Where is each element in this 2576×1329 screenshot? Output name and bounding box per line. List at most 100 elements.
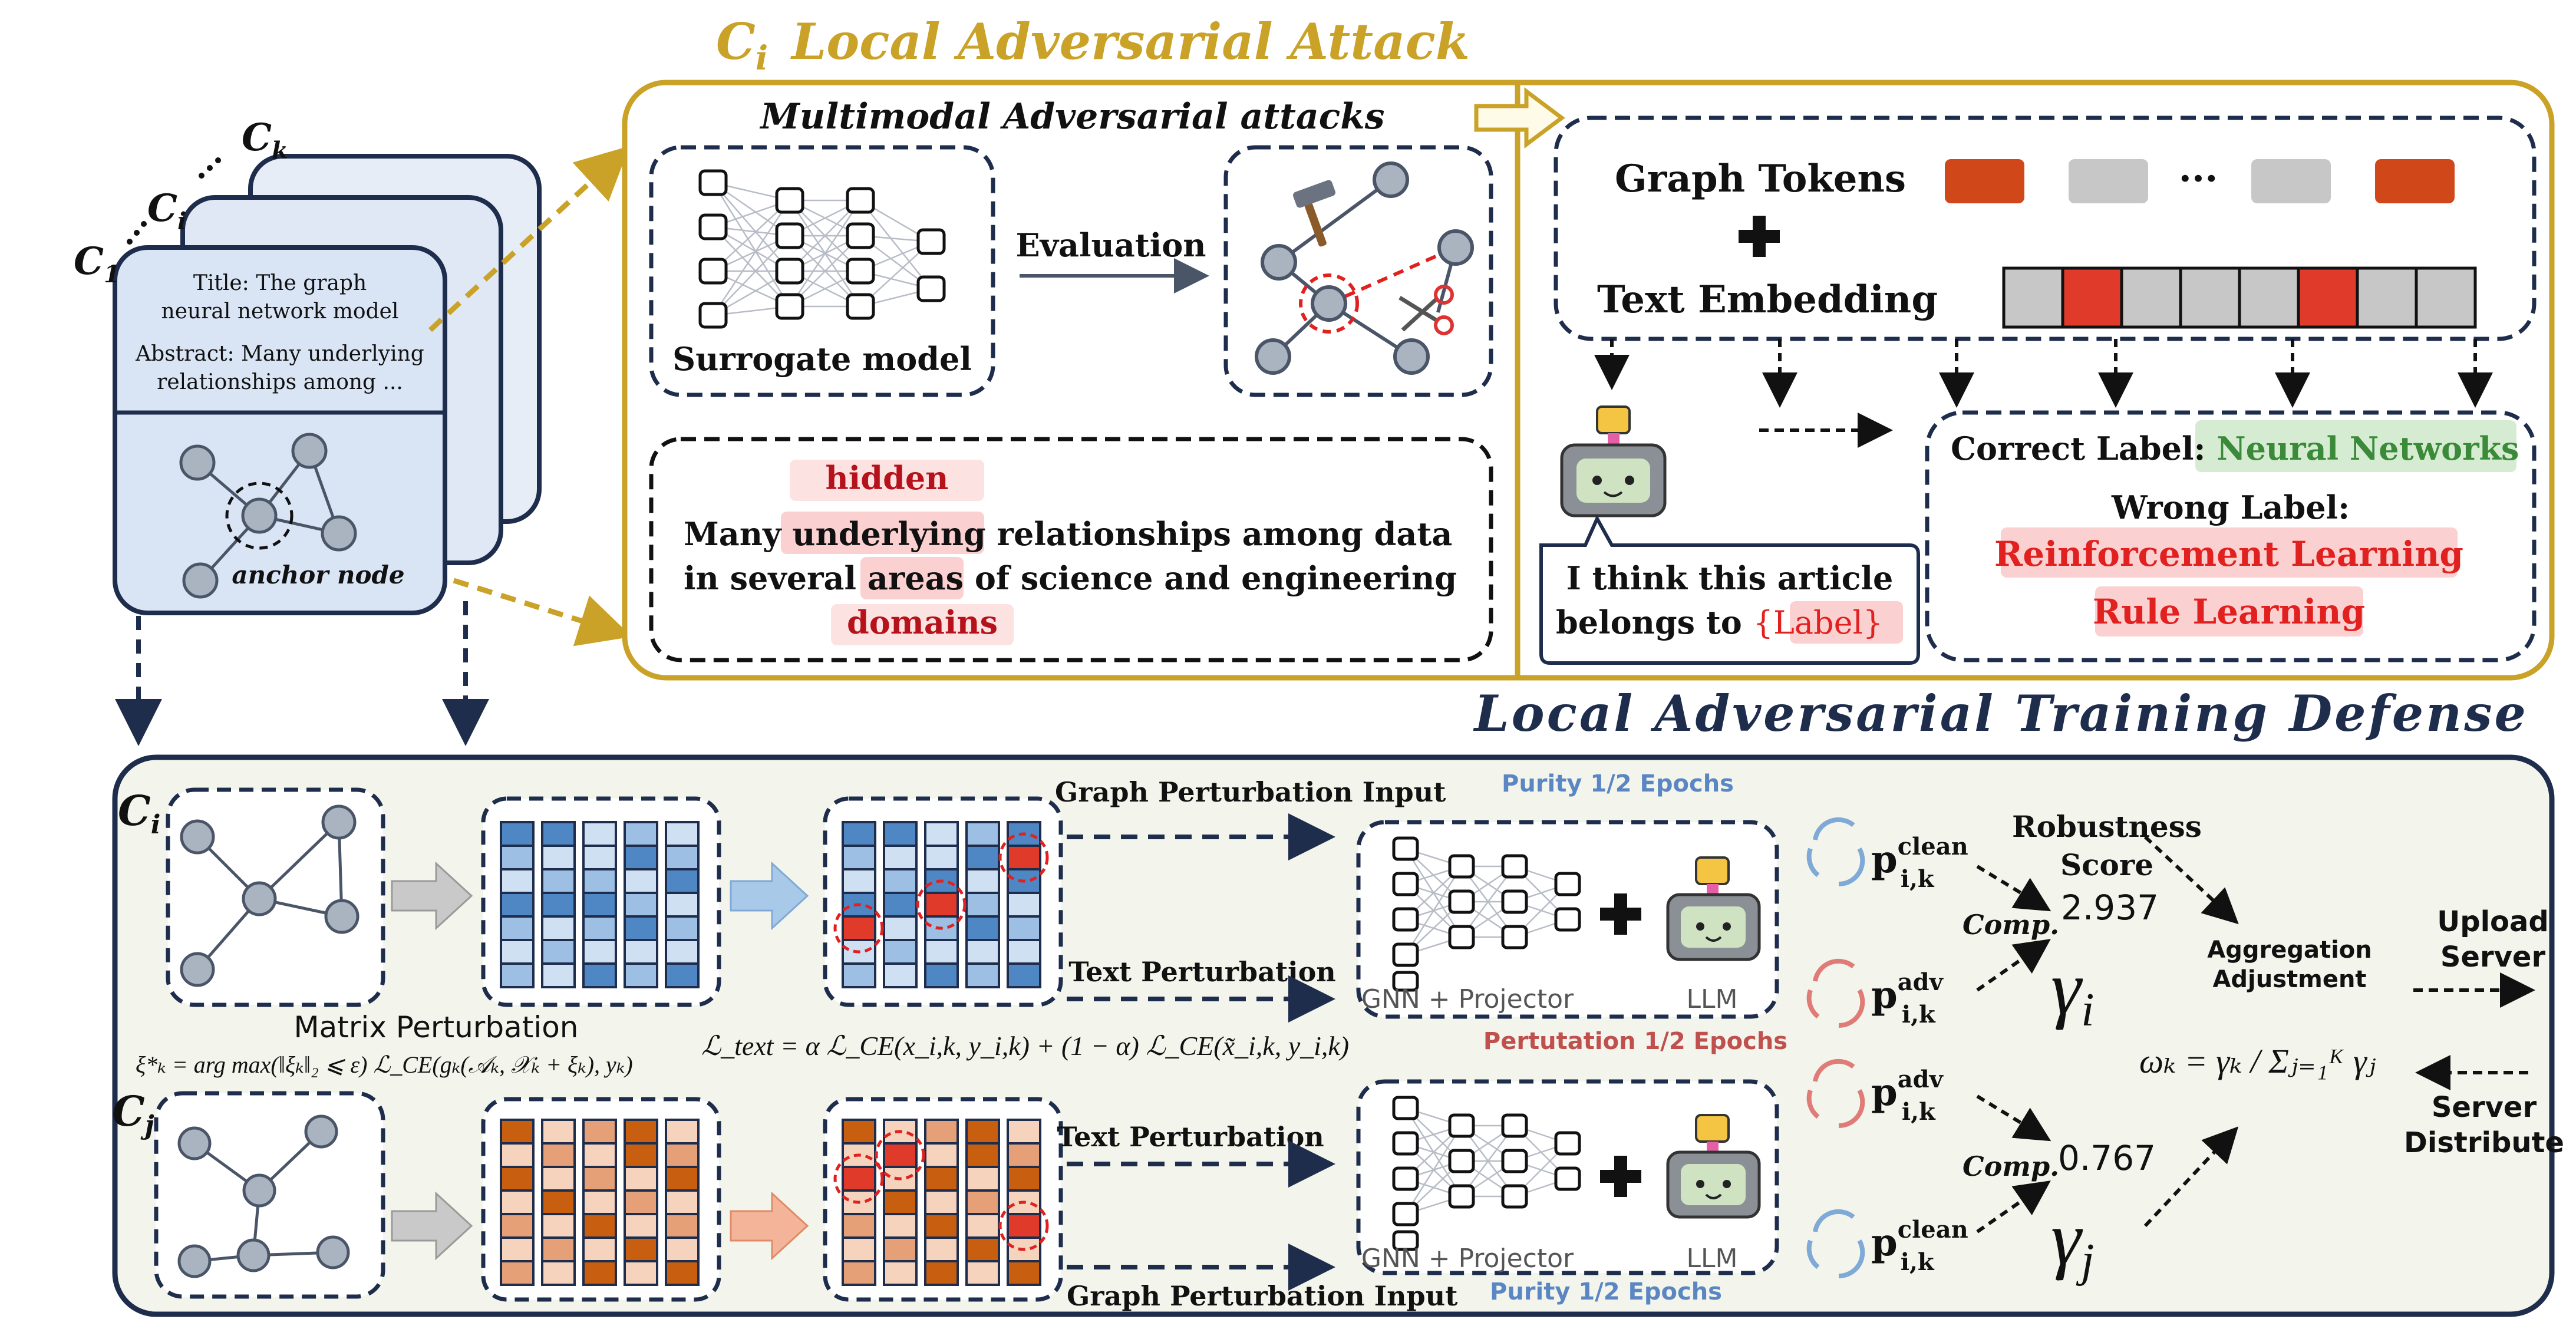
cj-gnn-label: GNN + Projector <box>1361 1244 1574 1274</box>
surrogate-network-icon <box>698 169 946 329</box>
graph-token-row: ··· <box>1945 157 2455 203</box>
hollow-arrow-icon <box>1474 87 1565 149</box>
gamma-i: γi <box>2051 946 2094 1036</box>
defense-title: Local Adversarial Training Defense <box>1473 684 2528 743</box>
surrogate-model-label: Surrogate model <box>672 340 972 378</box>
client-card-front[interactable] <box>113 245 447 615</box>
text-attack-line2: in several areas of science and engineer… <box>684 559 1457 597</box>
recycle-icon-red-bottom <box>1806 1058 1865 1129</box>
ci-gnn-label: GNN + Projector <box>1361 984 1574 1014</box>
cj-orange-arrow <box>730 1191 809 1261</box>
upload-line2: Server <box>2440 941 2546 974</box>
formula-text-loss: ℒ_text = α ℒ_CE(x_i,k, y_i,k) + (1 − α) … <box>701 1031 1349 1061</box>
ci-graph-perturbation-label: Graph Perturbation Input <box>1055 776 1446 808</box>
correct-label-prefix: Correct Label: Neural Networks <box>1951 430 2519 467</box>
scissors-icon <box>1399 285 1454 335</box>
gold-arrow-to-textbox <box>453 578 632 647</box>
cj-gnn-icon <box>1392 1096 1581 1251</box>
robot-icon <box>1560 405 1667 517</box>
server-line1: Server <box>2432 1091 2537 1124</box>
attacked-node-highlight <box>1299 273 1359 334</box>
card-title-line1: Title: The graph <box>193 271 367 295</box>
recycle-icon-blue-bottom <box>1806 1209 1865 1279</box>
defense-label-cj: Cj <box>112 1087 154 1140</box>
replacement-highlight-2 <box>831 604 1014 645</box>
robustness-score-cj: 0.767 <box>2058 1138 2156 1178</box>
cj-feature-matrix <box>500 1119 700 1286</box>
ci-text-perturbation-label: Text Perturbation <box>1068 956 1336 988</box>
perturbation-epochs-label: Pertutation 1/2 Epochs <box>1483 1028 1787 1055</box>
card-graph-node <box>321 515 357 552</box>
title-text: Local Adversarial Attack <box>790 12 1470 71</box>
wrong-label-2: Rule Learning <box>2093 592 2365 632</box>
ci-feature-matrix <box>500 821 700 988</box>
card-graph-anchor-node <box>241 497 278 534</box>
card-abstract-line2: relationships among ... <box>157 370 403 394</box>
ci-model-plus-icon <box>1600 893 1641 935</box>
matrix-perturbation-label: Matrix Perturbation <box>293 1010 578 1044</box>
graph-token <box>2069 159 2148 203</box>
plus-icon <box>1739 216 1780 257</box>
text-embedding-row <box>2002 266 2477 329</box>
cj-llm-robot-icon <box>1666 1114 1761 1219</box>
correct-label-highlight <box>2195 420 2516 472</box>
gamma-j-to-aggregation-arrow <box>2143 1126 2239 1228</box>
ci-graph <box>180 804 359 987</box>
ci-llm-robot-icon <box>1666 856 1761 961</box>
aggregation-line2: Adjustment <box>2212 966 2366 993</box>
multimodal-title: Multimodal Adversarial attacks <box>759 96 1384 137</box>
card-graph-node <box>179 444 216 481</box>
replacement-word-2: domains <box>847 604 998 641</box>
attack-edge <box>1328 246 1457 305</box>
ci-gnn-icon <box>1392 836 1581 992</box>
gold-arrow-to-attack <box>428 146 630 332</box>
client-stack-ellipsis <box>127 157 221 245</box>
ci-purity-label: Purity 1/2 Epochs <box>1502 770 1734 797</box>
cj-purity-label: Purity 1/2 Epochs <box>1490 1278 1722 1305</box>
title-client-symbol: C <box>716 12 756 71</box>
attacked-graph <box>1255 161 1474 375</box>
client-label-i: Ci <box>147 186 186 235</box>
hammer-icon <box>1293 180 1335 247</box>
cj-text-perturbation-label: Text Perturbation <box>1057 1121 1324 1153</box>
client-label-1: C1 <box>74 239 120 288</box>
areas-highlight <box>860 557 964 599</box>
graph-token <box>2251 159 2331 203</box>
ci-blue-arrow <box>730 861 809 931</box>
speech-line2: belongs to {Label} <box>1556 604 1883 641</box>
defense-panel <box>112 754 2555 1317</box>
card-graph-node <box>291 433 328 469</box>
wrong-label-prefix: Wrong Label: <box>2111 489 2350 526</box>
replacement-word-1: hidden <box>826 459 949 497</box>
anchor-node-label: anchor node <box>232 560 404 589</box>
card-abstract-line1: Abstract: Many underlying <box>135 342 424 366</box>
wrong-label-1: Reinforcement Learning <box>1994 534 2463 574</box>
formula-xi: ξ*ₖ = arg max(‖ξₖ‖₂ ⩽ ε) ℒ_CE(gₖ(𝒜ₖ, 𝒳ₖ … <box>136 1051 633 1078</box>
ci-llm-label: LLM <box>1687 984 1738 1014</box>
robustness-score-ci: 2.937 <box>2061 888 2159 928</box>
ci-perturbed-matrix <box>842 821 1041 988</box>
robustness-to-aggregation-arrow <box>2143 835 2239 925</box>
robustness-line1: Robustness <box>2012 809 2202 844</box>
speech-line1: I think this article <box>1566 559 1894 597</box>
client-label-k: Ck <box>242 116 288 164</box>
text-attack-line1: Many underlying relationships among data <box>684 515 1452 553</box>
card-graph-node <box>182 562 219 599</box>
ci-gray-arrow <box>391 861 473 931</box>
text-embedding-label: Text Embedding <box>1597 278 1938 322</box>
evaluation-label: Evaluation <box>1015 226 1206 264</box>
recycle-icon-blue-top <box>1806 817 1865 887</box>
cj-gray-arrow <box>391 1191 473 1261</box>
gamma-j: γj <box>2051 1196 2094 1287</box>
cj-graph <box>177 1114 350 1278</box>
graph-token <box>1945 159 2024 203</box>
label-placeholder-highlight <box>1790 601 1903 644</box>
wrong-label-highlight-1 <box>2001 527 2458 578</box>
cj-graph-perturbation-label: Graph Perturbation Input <box>1067 1280 1458 1312</box>
upload-line1: Upload <box>2437 905 2549 938</box>
robustness-line2: Score <box>2060 847 2153 882</box>
